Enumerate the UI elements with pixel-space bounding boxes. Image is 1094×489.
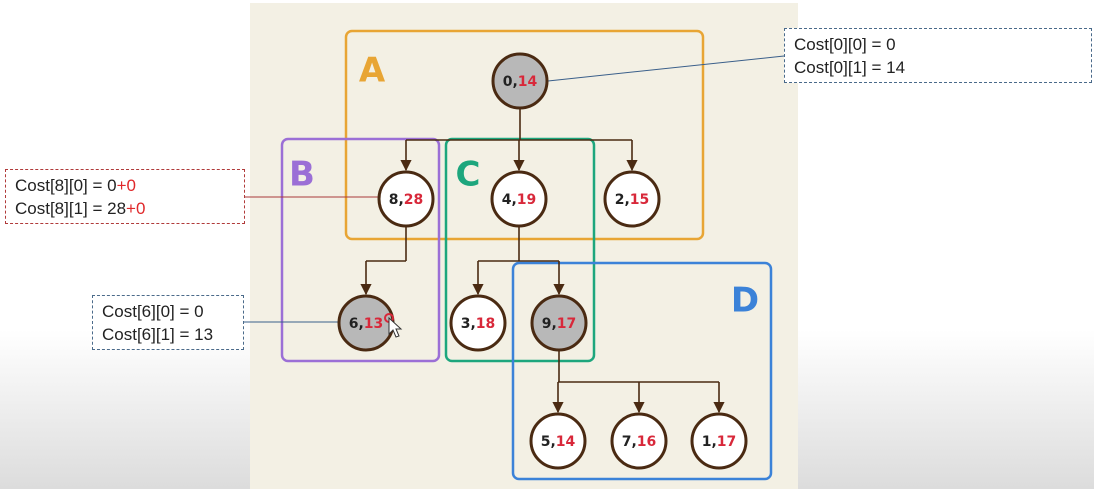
tree-node: 4,19 <box>490 170 548 228</box>
node-cost: 14 <box>518 74 538 90</box>
tree-node: 3,18 <box>449 294 507 352</box>
group-label: B <box>289 155 315 195</box>
cost-note-text: Cost[8][1] = 28 <box>15 199 127 218</box>
tree-node: 2,15 <box>603 170 661 228</box>
node-number: 5, <box>541 434 556 450</box>
cost-note-node-8: Cost[8][0] = 0+0 Cost[8][1] = 28+0 <box>5 169 245 224</box>
svg-text:8,28: 8,28 <box>389 192 424 208</box>
node-cost: 19 <box>517 192 536 208</box>
node-cost: 18 <box>476 316 495 332</box>
node-number: 7, <box>622 434 637 450</box>
tree-node: 8,28 <box>377 170 435 228</box>
tree-node: 1,17 <box>690 412 748 470</box>
node-number: 9, <box>542 316 557 332</box>
node-number: 4, <box>502 192 517 208</box>
group-b-box: B <box>280 137 441 363</box>
edge-group <box>472 226 565 296</box>
group-label: D <box>731 281 759 321</box>
cost-note-node-0: Cost[0][0] = 0 Cost[0][1] = 14 <box>784 28 1092 83</box>
node-number: 6, <box>349 316 364 332</box>
cost-note-text: Cost[8][0] = 0 <box>15 176 117 195</box>
svg-text:0,14: 0,14 <box>503 74 538 90</box>
mouse-cursor-icon <box>384 313 403 338</box>
svg-text:4,19: 4,19 <box>502 192 537 208</box>
node-number: 2, <box>615 192 630 208</box>
tree-node: 5,14 <box>529 412 587 470</box>
cost-note-line: Cost[0][0] = 0 <box>794 35 896 54</box>
tree-node: 0,14 <box>491 52 549 110</box>
group-label: C <box>456 155 481 195</box>
node-cost: 13 <box>364 316 383 332</box>
edge-group <box>400 108 638 172</box>
node-cost: 28 <box>404 192 423 208</box>
group-label: A <box>359 51 386 91</box>
cost-note-node-6: Cost[6][0] = 0 Cost[6][1] = 13 <box>92 295 244 350</box>
node-number: 3, <box>461 316 476 332</box>
tree-node: 9,17 <box>530 294 588 352</box>
svg-text:6,13: 6,13 <box>349 316 384 332</box>
node-number: 8, <box>389 192 404 208</box>
node-number: 1, <box>702 434 717 450</box>
edge-group <box>552 350 725 414</box>
cost-note-line: Cost[0][1] = 14 <box>794 58 906 77</box>
svg-text:9,17: 9,17 <box>542 316 577 332</box>
node-cost: 16 <box>637 434 656 450</box>
group-d-box: D <box>511 261 773 481</box>
node-cost: 17 <box>717 434 736 450</box>
svg-text:3,18: 3,18 <box>461 316 496 332</box>
svg-text:1,17: 1,17 <box>702 434 737 450</box>
tree-node: 7,16 <box>610 412 668 470</box>
node-cost: 14 <box>556 434 576 450</box>
svg-text:7,16: 7,16 <box>622 434 657 450</box>
cost-note-line: Cost[6][1] = 13 <box>102 325 214 344</box>
note-connector-node-0 <box>547 55 785 82</box>
cost-note-increment: +0 <box>116 176 136 195</box>
node-number: 0, <box>503 74 518 90</box>
svg-text:5,14: 5,14 <box>541 434 576 450</box>
node-cost: 15 <box>630 192 649 208</box>
tree-node: 6,13 <box>337 294 395 352</box>
cost-note-line: Cost[6][0] = 0 <box>102 302 204 321</box>
edge-group <box>360 226 407 296</box>
svg-text:2,15: 2,15 <box>615 192 650 208</box>
group-a-box: A <box>344 29 705 241</box>
node-cost: 17 <box>557 316 576 332</box>
cost-note-increment: +0 <box>126 199 146 218</box>
